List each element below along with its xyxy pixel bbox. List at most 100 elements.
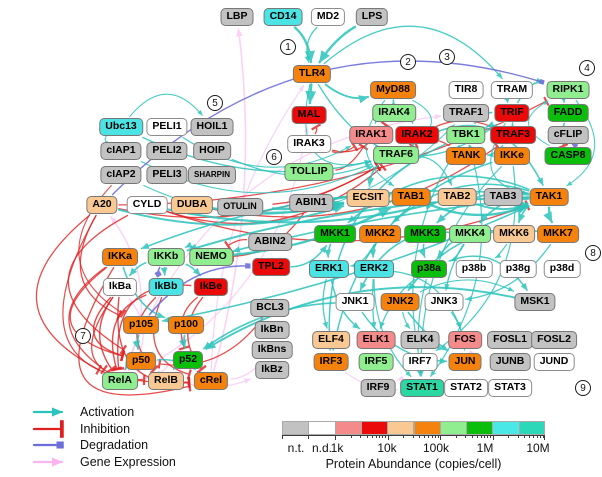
colorbar-tick <box>387 436 389 440</box>
node-ABIN2: ABIN2 <box>248 233 292 251</box>
step-label-8: 8 <box>585 245 601 261</box>
node-IRF5: IRF5 <box>358 353 394 371</box>
node-IRF9: IRF9 <box>360 379 396 397</box>
edge-JUN-FOS <box>468 349 475 357</box>
colorbar-tick-label: 100k <box>422 441 450 455</box>
colorbar-tick <box>533 436 535 439</box>
legend-degradation-line <box>32 441 64 449</box>
edge-LPS-TLR4 <box>318 25 357 64</box>
colorbar-segment-4 <box>387 421 415 435</box>
legend-row-degradation: Degradation <box>30 437 176 454</box>
node-IKKa: IKKa <box>102 248 138 266</box>
step-label-2: 2 <box>400 54 416 70</box>
node-ECSIT: ECSIT <box>346 189 390 207</box>
node-MKK7: MKK7 <box>537 225 579 243</box>
legend-gene_expression-line <box>32 457 64 467</box>
node-TAB3: TAB3 <box>483 188 523 206</box>
legend-label: Inhibition <box>80 421 131 436</box>
node-Ubc13: Ubc13 <box>99 118 143 136</box>
node-CASP8: CASP8 <box>544 147 592 165</box>
node-HOIP: HOIP <box>193 142 231 160</box>
legend-row-activation: Activation <box>30 404 176 421</box>
colorbar-tick <box>412 436 414 439</box>
colorbar-tick <box>431 436 433 439</box>
node-MKK2: MKK2 <box>359 225 401 243</box>
node-JUND: JUND <box>533 353 575 371</box>
node-TPL2: TPL2 <box>252 258 290 276</box>
node-MKK1: MKK1 <box>314 225 356 243</box>
node-cIAP2: cIAP2 <box>100 166 142 184</box>
colorbar-segment-2 <box>334 421 362 435</box>
colorbar-tick <box>492 436 494 440</box>
colorbar-tick <box>484 436 486 439</box>
edge-TBK1-IRF7 <box>412 144 460 351</box>
node-TOLLIP: TOLLIP <box>284 163 334 181</box>
node-TAB2: TAB2 <box>437 188 477 206</box>
node-STAT2: STAT2 <box>444 379 488 397</box>
node-p105: p105 <box>123 316 159 334</box>
colorbar-segment-7 <box>466 421 494 435</box>
legend-row-gene_expression: Gene Expression <box>30 454 176 471</box>
edge-IkBb-RelA <box>110 294 147 372</box>
node-MKK3: MKK3 <box>404 225 446 243</box>
node-ELK1: ELK1 <box>356 331 396 349</box>
edge-TAK1-IKKb <box>186 196 530 252</box>
edge-ERK2-FOS <box>393 270 462 329</box>
node-PELI3: PELI3 <box>146 166 188 184</box>
colorbar-tick-label: 1M <box>476 441 494 455</box>
node-STAT1: STAT1 <box>400 379 444 397</box>
colorbar-tick <box>350 436 352 439</box>
node-cFLIP: cFLIP <box>547 126 589 144</box>
node-FOS: FOS <box>448 331 482 349</box>
node-p38g: p38g <box>499 260 537 278</box>
node-PELI1: PELI1 <box>146 118 188 136</box>
node-MAL: MAL <box>291 106 327 124</box>
edge-CD14-TLR4 <box>293 26 315 64</box>
node-TRAF3: TRAF3 <box>490 126 536 144</box>
colorbar-tick <box>282 436 283 439</box>
node-FOSL2: FOSL2 <box>531 331 577 349</box>
node-IkBz: IkBz <box>255 361 289 379</box>
edge-A20-cRel <box>62 214 191 387</box>
node-ERK2: ERK2 <box>353 260 395 278</box>
edge-OTULIN-TRAF6 <box>272 161 382 205</box>
colorbar-tick-label: 10k <box>377 441 397 455</box>
node-IkBe: IkBe <box>193 278 229 296</box>
node-CYLD: CYLD <box>126 196 168 214</box>
edge-IKKa-p50 <box>69 266 126 362</box>
colorbar-tick <box>524 436 526 439</box>
node-JUNB: JUNB <box>489 353 531 371</box>
node-TANK: TANK <box>445 147 487 165</box>
node-LPS: LPS <box>355 8 389 26</box>
edge-CYLD-p50 <box>67 214 129 355</box>
colorbar-tick <box>424 436 426 439</box>
edge-IKKa-cRel <box>78 266 192 396</box>
colorbar-tick <box>403 436 405 439</box>
legend-row-inhibition: Inhibition <box>30 419 176 438</box>
edge-RIPK1-FADD <box>558 93 566 103</box>
edge-MKK4-JNK3 <box>444 243 465 291</box>
node-PELI2: PELI2 <box>146 142 188 160</box>
node-MSK1: MSK1 <box>514 293 556 311</box>
node-SHARPIN: SHARPIN <box>187 166 237 184</box>
legend-activation-line <box>32 407 64 417</box>
colorbar-tick <box>544 436 545 440</box>
node-IRAK4: IRAK4 <box>372 104 416 122</box>
colorbar-tick <box>529 436 531 439</box>
edge-MKK7-JNK3 <box>465 243 552 302</box>
colorbar-tick <box>428 436 430 439</box>
node-MKK6: MKK6 <box>493 225 535 243</box>
colorbar-tick <box>419 436 421 439</box>
node-BCL3: BCL3 <box>250 299 290 317</box>
edge-A20-RelA <box>35 214 103 375</box>
node-IKKb: IKKb <box>147 248 185 266</box>
node-TRAF1: TRAF1 <box>443 104 489 122</box>
node-p38a: p38a <box>411 260 447 278</box>
edge-Ubc13-HOIL1 <box>129 93 203 118</box>
step-label-3: 3 <box>439 49 455 65</box>
colorbar-tick <box>385 436 387 439</box>
colorbar-tick-label: 10M <box>526 441 550 455</box>
node-FADD: FADD <box>547 104 589 122</box>
node-IkBns: IkBns <box>251 341 293 359</box>
node-ERK1: ERK1 <box>308 260 350 278</box>
